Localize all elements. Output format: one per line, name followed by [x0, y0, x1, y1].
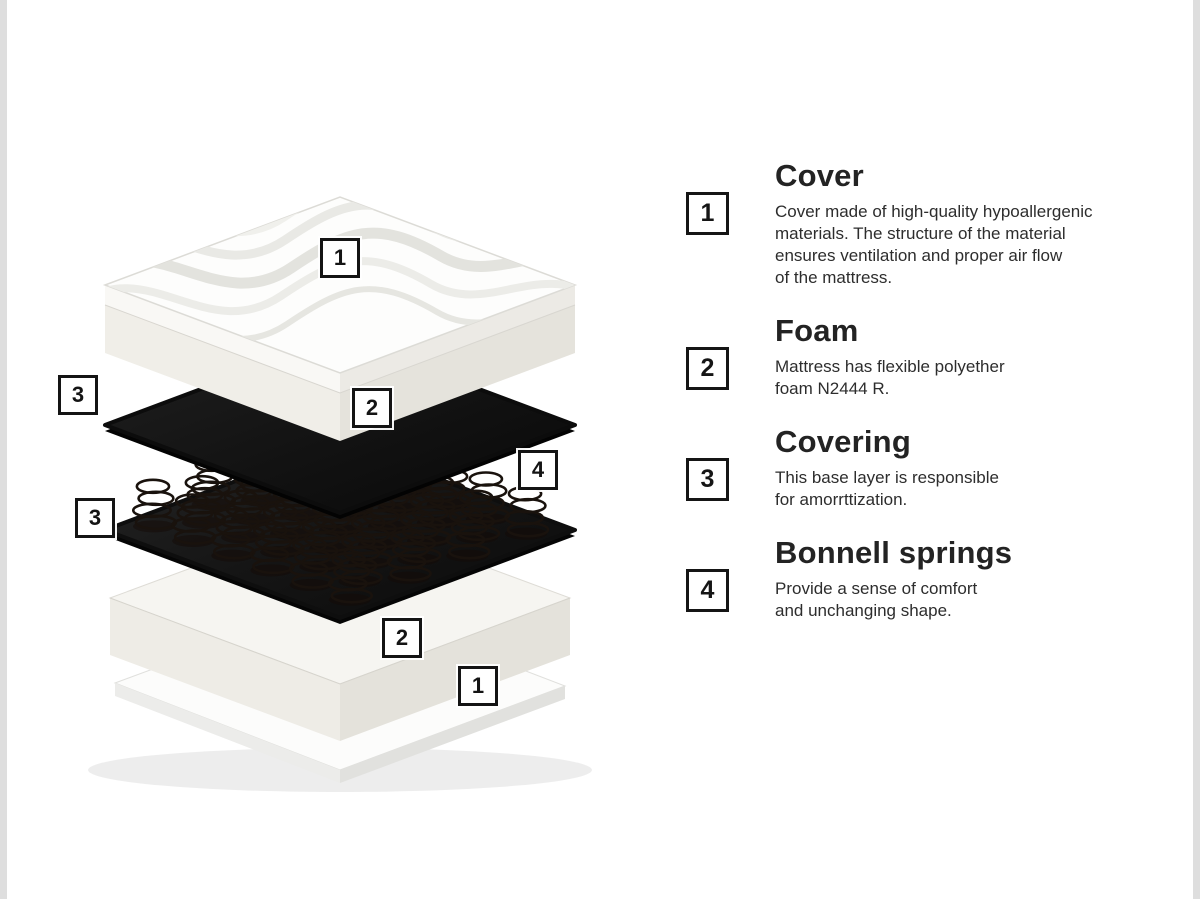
- legend-title-foam: Foam: [775, 313, 859, 348]
- legend-item-bonnell-springs: 4 Bonnell springs Provide a sense of com…: [686, 533, 1166, 622]
- legend-text-foam: Foam Mattress has flexible polyether foa…: [775, 311, 1005, 400]
- top-foam-front-right: [340, 305, 575, 441]
- mattress-diagram-graphic: [88, 196, 592, 792]
- legend-desc-covering: This base layer is responsible for amorr…: [775, 468, 999, 509]
- legend-text-bonnell-springs: Bonnell springs Provide a sense of comfo…: [775, 533, 1012, 622]
- legend-num-4: 4: [686, 569, 729, 612]
- diagram-marker-covering-lower: 3: [75, 498, 115, 538]
- cover-edge-right: [340, 285, 575, 393]
- legend-title-bonnell-springs: Bonnell springs: [775, 535, 1013, 570]
- legend-desc-foam: Mattress has flexible polyether foam N24…: [775, 357, 1005, 398]
- legend-item-covering: 3 Covering This base layer is responsibl…: [686, 422, 1166, 511]
- left-gray-bar: [0, 0, 7, 899]
- cover-edge-left: [105, 285, 340, 393]
- diagram-marker-cover-top: 1: [320, 238, 360, 278]
- legend-desc-bonnell-springs: Provide a sense of comfort and unchangin…: [775, 579, 978, 620]
- diagram-marker-foam-bottom: 2: [382, 618, 422, 658]
- legend-num-1: 1: [686, 192, 729, 235]
- diagram-marker-springs: 4: [518, 450, 558, 490]
- legend-num-3: 3: [686, 458, 729, 501]
- legend: 1 Cover Cover made of high-quality hypoa…: [686, 156, 1166, 644]
- right-gray-bar: [1193, 0, 1200, 899]
- top-mattress-block: [102, 196, 578, 441]
- legend-text-covering: Covering This base layer is responsible …: [775, 422, 999, 511]
- diagram-marker-foam-top: 2: [352, 388, 392, 428]
- legend-title-covering: Covering: [775, 424, 911, 459]
- legend-item-foam: 2 Foam Mattress has flexible polyether f…: [686, 311, 1166, 400]
- diagram-marker-cover-bottom: 1: [458, 666, 498, 706]
- legend-desc-cover: Cover made of high-quality hypoallergeni…: [775, 202, 1093, 287]
- legend-title-cover: Cover: [775, 158, 864, 193]
- top-foam-front-left: [105, 305, 340, 441]
- legend-num-2: 2: [686, 347, 729, 390]
- diagram-marker-covering-upper: 3: [58, 375, 98, 415]
- mattress-exploded-diagram: 1 2 3 4 3 2 1: [40, 140, 660, 800]
- legend-text-cover: Cover Cover made of high-quality hypoall…: [775, 156, 1093, 289]
- legend-item-cover: 1 Cover Cover made of high-quality hypoa…: [686, 156, 1166, 289]
